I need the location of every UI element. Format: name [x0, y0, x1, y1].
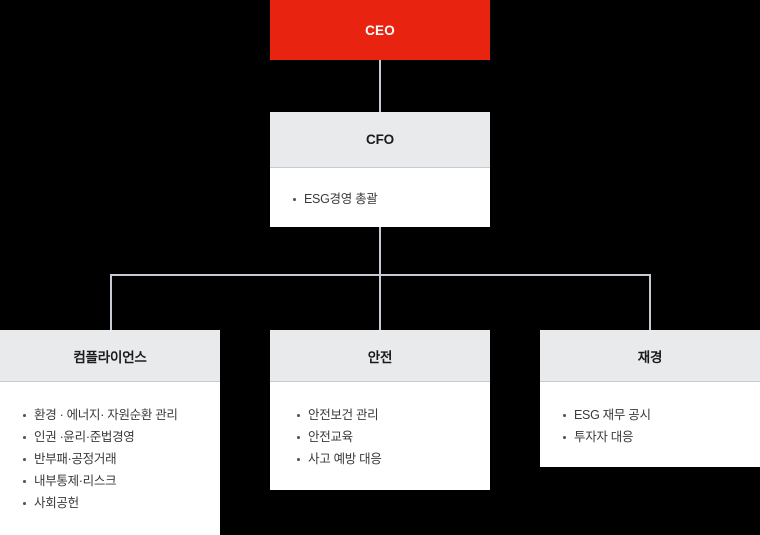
- node-safety[interactable]: 안전 안전보건 관리 안전교육 사고 예방 대응: [270, 330, 490, 490]
- node-compliance-list: 환경 · 에너지· 자원순환 관리 인권 ·윤리·준법경영 반부패·공정거래 내…: [18, 404, 220, 514]
- node-cfo[interactable]: CFO ESG경영 총괄: [270, 112, 490, 227]
- list-item: 내부통제·리스크: [18, 470, 220, 492]
- connector-bus-to-compliance: [110, 274, 112, 330]
- node-compliance-header: 컴플라이언스: [0, 330, 220, 382]
- node-safety-label: 안전: [367, 349, 393, 365]
- node-safety-body: 안전보건 관리 안전교육 사고 예방 대응: [270, 382, 490, 484]
- node-finance-body: ESG 재무 공시 투자자 대응: [540, 382, 760, 462]
- node-compliance-label: 컴플라이언스: [73, 349, 147, 365]
- node-cfo-list: ESG경영 총괄: [288, 188, 490, 210]
- list-item: 사고 예방 대응: [292, 448, 490, 470]
- list-item: ESG 재무 공시: [558, 404, 760, 426]
- connector-bus-to-finance: [649, 274, 651, 330]
- list-item: 환경 · 에너지· 자원순환 관리: [18, 404, 220, 426]
- node-finance-list: ESG 재무 공시 투자자 대응: [558, 404, 760, 448]
- connector-bus-to-safety: [379, 274, 381, 330]
- node-cfo-label: CFO: [366, 132, 394, 147]
- node-ceo-label: CEO: [365, 22, 395, 38]
- list-item: 투자자 대응: [558, 426, 760, 448]
- node-ceo[interactable]: CEO: [270, 0, 490, 60]
- list-item: 안전보건 관리: [292, 404, 490, 426]
- list-item: ESG경영 총괄: [288, 188, 490, 210]
- node-finance-header: 재경: [540, 330, 760, 382]
- connector-ceo-to-cfo: [379, 60, 381, 112]
- node-compliance-body: 환경 · 에너지· 자원순환 관리 인권 ·윤리·준법경영 반부패·공정거래 내…: [0, 382, 220, 528]
- list-item: 안전교육: [292, 426, 490, 448]
- node-cfo-body: ESG경영 총괄: [270, 168, 490, 224]
- node-cfo-header: CFO: [270, 112, 490, 168]
- node-finance-label: 재경: [637, 349, 663, 365]
- list-item: 반부패·공정거래: [18, 448, 220, 470]
- node-compliance[interactable]: 컴플라이언스 환경 · 에너지· 자원순환 관리 인권 ·윤리·준법경영 반부패…: [0, 330, 220, 535]
- list-item: 인권 ·윤리·준법경영: [18, 426, 220, 448]
- connector-cfo-to-trunk: [379, 227, 381, 275]
- node-safety-list: 안전보건 관리 안전교육 사고 예방 대응: [292, 404, 490, 470]
- node-finance[interactable]: 재경 ESG 재무 공시 투자자 대응: [540, 330, 760, 467]
- node-safety-header: 안전: [270, 330, 490, 382]
- list-item: 사회공헌: [18, 492, 220, 514]
